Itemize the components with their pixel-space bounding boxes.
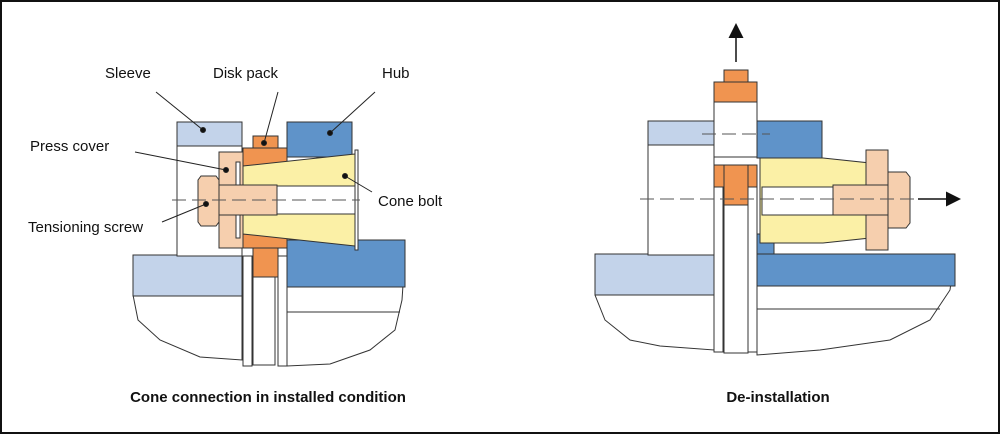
leader-lines: [134, 91, 376, 223]
disk-pack-shaft: [252, 276, 276, 366]
hub-flange: [286, 239, 406, 288]
caption-installed: Cone connection in installed condition: [130, 389, 406, 406]
hub: [286, 121, 353, 158]
sleeve-flange: [132, 254, 243, 297]
label-tensioning-screw: Tensioning screw: [28, 219, 143, 236]
installed-view: [132, 121, 406, 367]
caption-deinstallation: De-installation: [726, 389, 829, 406]
label-hub: Hub: [382, 65, 410, 82]
label-press-cover: Press cover: [30, 138, 109, 155]
label-sleeve: Sleeve: [105, 65, 151, 82]
deinstallation-view: [594, 69, 956, 356]
tensioning-screw-head: [197, 175, 220, 227]
tensioning-screw-shaft: [218, 184, 278, 216]
label-disk-pack: Disk pack: [213, 65, 279, 82]
label-cone-bolt: Cone bolt: [378, 193, 443, 210]
